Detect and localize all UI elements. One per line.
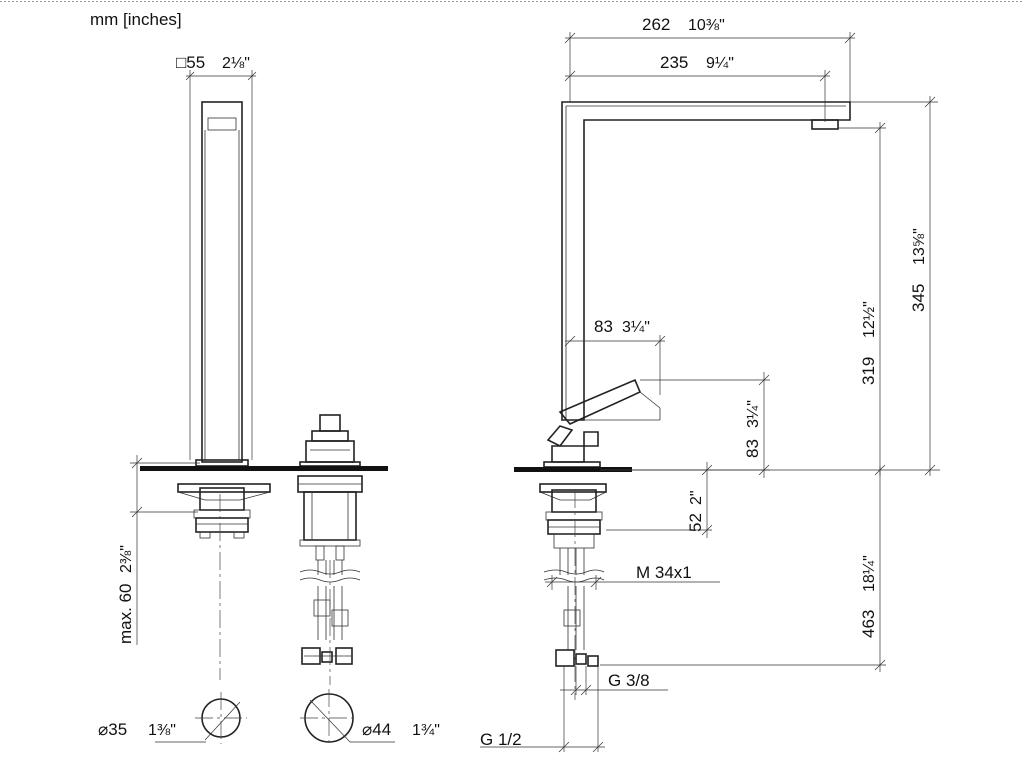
dim-below-deck: 463 18¼" (600, 466, 886, 672)
dim-overall-height: 345 13⅝" (850, 96, 938, 476)
svg-text:319: 319 (859, 357, 878, 385)
svg-text:G 1/2: G 1/2 (480, 730, 522, 749)
thread-hose-callout: G 3/8 (560, 666, 668, 696)
svg-text:2⅛": 2⅛" (222, 55, 250, 72)
svg-text:G 3/8: G 3/8 (608, 671, 650, 690)
thread-supply-callout: G 1/2 (480, 666, 605, 753)
svg-text:52: 52 (686, 513, 705, 532)
dim-max-deck: max. 60 2⅜" (116, 455, 200, 645)
svg-text:M 34x1: M 34x1 (636, 563, 692, 582)
svg-text:1⅜": 1⅜" (148, 722, 176, 739)
svg-text:83: 83 (594, 317, 613, 336)
units-label: mm [inches] (90, 10, 182, 29)
dim-lever-reach: 83 3¼" (564, 317, 666, 395)
svg-text:9¼": 9¼" (706, 55, 734, 72)
svg-text:12½": 12½" (861, 301, 878, 338)
spout-front-view (177, 101, 271, 539)
dim-lever-height: 83 3¼" (600, 372, 770, 478)
dim-spout-reach: 235 9¼" (564, 53, 831, 122)
thread-mount-callout: M 34x1 (545, 563, 720, 590)
spout-side-view (539, 101, 851, 667)
svg-text:13⅝": 13⅝" (911, 228, 928, 265)
deck-plate-left (140, 466, 388, 471)
dim-spout-square: □55 2⅛" (176, 53, 257, 460)
dim-overall-reach: 262 10⅜" (564, 15, 856, 102)
svg-text:345: 345 (909, 284, 928, 312)
svg-text:10⅜": 10⅜" (688, 17, 725, 34)
dim-spout-height: 319 12½" (600, 122, 940, 476)
svg-text:max. 60: max. 60 (116, 584, 135, 644)
svg-text:2⅜": 2⅜" (118, 545, 135, 573)
svg-text:3¼": 3¼" (745, 400, 762, 428)
svg-text:⌀35: ⌀35 (98, 720, 127, 739)
deck-plate-right (514, 467, 632, 472)
svg-text:1¾": 1¾" (412, 722, 440, 739)
svg-text:262: 262 (642, 15, 670, 34)
svg-text:⌀44: ⌀44 (362, 720, 391, 739)
svg-text:18¼": 18¼" (861, 555, 878, 592)
hole-spout-circle: ⌀35 1⅜" (98, 692, 247, 744)
svg-text:83: 83 (743, 439, 762, 458)
hole-mixer-circle: ⌀44 1¾" (300, 689, 440, 747)
svg-text:3¼": 3¼" (622, 319, 650, 336)
svg-text:2": 2" (688, 490, 705, 505)
svg-text:235: 235 (660, 53, 688, 72)
dim-shank: 52 2" (600, 462, 713, 538)
svg-text:463: 463 (859, 610, 878, 638)
svg-text:□55: □55 (176, 53, 205, 72)
